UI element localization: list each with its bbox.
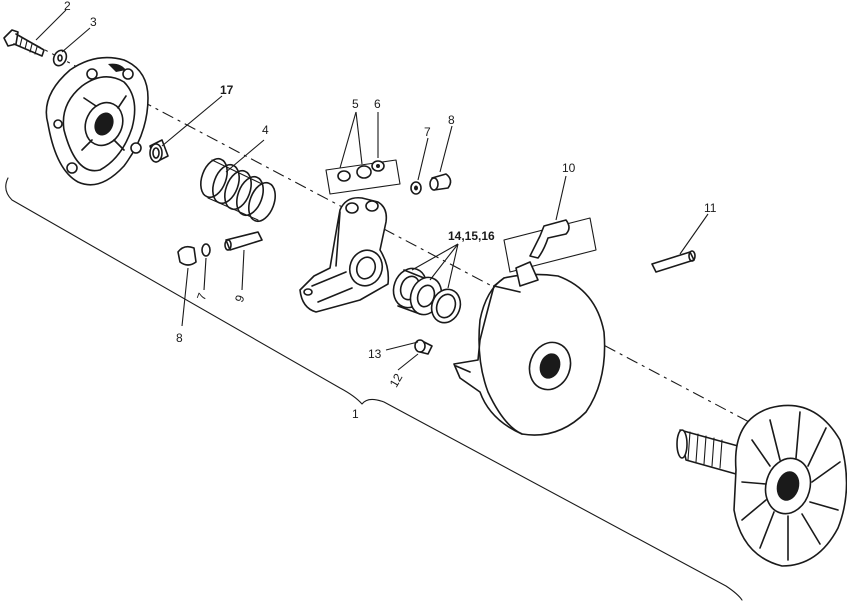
parts-5-6-bushings	[325, 159, 401, 195]
callout-14-15-16: 14,15,16	[448, 229, 495, 243]
part-9-pin	[224, 231, 263, 251]
part-17-bushing	[149, 139, 169, 163]
driven-cover-plate	[45, 56, 149, 186]
callout-3: 3	[90, 15, 97, 29]
part-11-pin	[651, 250, 696, 273]
moveable-sheave	[453, 261, 606, 436]
parts-14-15-16-spacers	[392, 267, 462, 324]
part-7-nut-left	[201, 243, 211, 257]
part-2-bolt	[3, 29, 45, 57]
callout-4: 4	[262, 123, 269, 137]
callout-2: 2	[64, 0, 71, 13]
callout-9: 9	[232, 293, 248, 304]
callout-1: 1	[352, 407, 359, 421]
assembly-bracket	[5, 177, 743, 601]
torque-bracket	[299, 196, 390, 313]
callout-17: 17	[220, 83, 234, 97]
part-8-cap-left	[177, 245, 197, 266]
part-10-weight	[503, 217, 597, 273]
leader-lines	[35, 9, 709, 371]
callout-6: 6	[374, 97, 381, 111]
part-7-nut-top	[410, 181, 422, 195]
callout-7-left: 7	[194, 291, 210, 302]
part-3-washer	[52, 49, 68, 67]
callout-10: 10	[562, 161, 576, 175]
callout-11: 11	[704, 201, 717, 215]
parts-12-13-screw	[414, 339, 433, 355]
callout-8-left: 8	[176, 331, 183, 345]
part-8-cap-top	[429, 173, 452, 191]
center-axis-line	[29, 41, 841, 471]
callout-8-top: 8	[448, 113, 455, 127]
callout-12: 12	[387, 371, 406, 390]
stationary-sheave	[676, 404, 847, 567]
callout-13: 13	[368, 347, 382, 361]
callout-7-top: 7	[424, 125, 431, 139]
callout-5: 5	[352, 97, 359, 111]
part-4-spring	[200, 157, 276, 223]
